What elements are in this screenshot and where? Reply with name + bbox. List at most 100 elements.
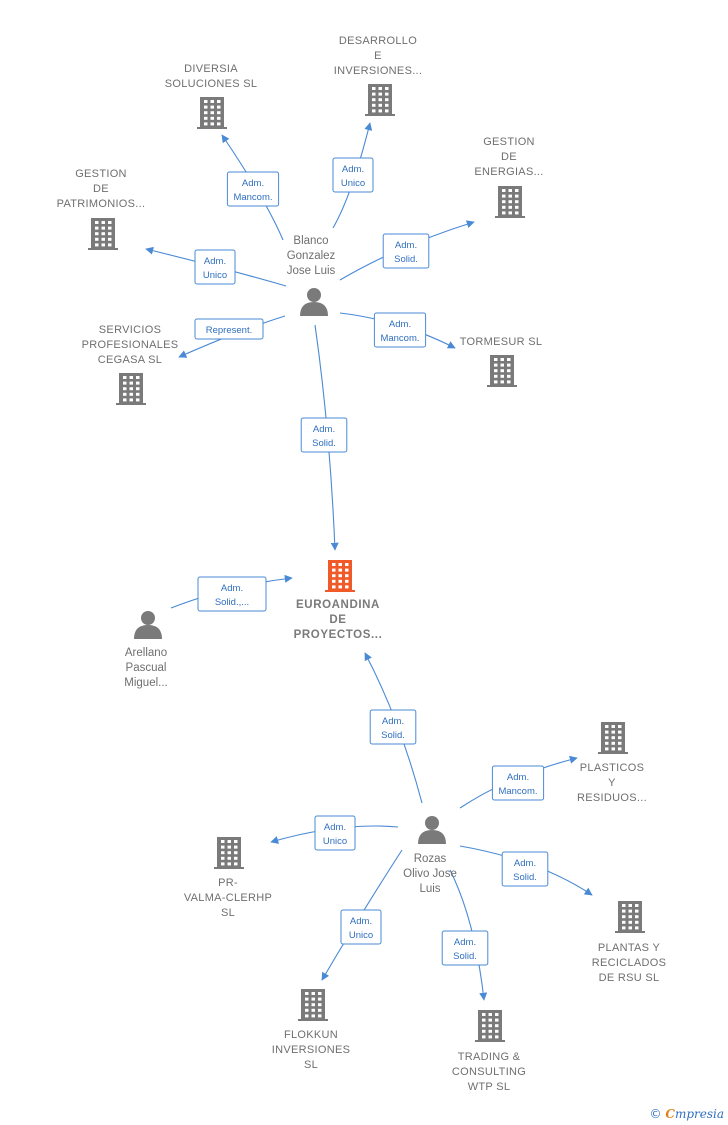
node-label: PLASTICOS xyxy=(580,762,644,774)
copyright-symbol: © xyxy=(649,1107,662,1121)
node-plantas[interactable]: PLANTAS Y RECICLADOS DE RSU SL xyxy=(592,901,667,984)
edge-label-box xyxy=(226,171,280,207)
edge-label-text: Solid. xyxy=(394,254,418,265)
node-plasticos[interactable]: PLASTICOSYRESIDUOS... xyxy=(577,722,647,804)
node-label: INVERSIONES xyxy=(272,1044,351,1056)
node-label: PATRIMONIOS... xyxy=(57,198,146,210)
node-label: Luis xyxy=(419,883,440,895)
edge-label-text: Adm. xyxy=(242,178,264,189)
node-desarrollo[interactable]: DESARROLLO E INVERSIONES... xyxy=(334,35,423,116)
node-label: INVERSIONES... xyxy=(334,65,423,77)
person-icon xyxy=(134,611,162,639)
edge-label-text: Mancom. xyxy=(380,333,419,344)
person-icon xyxy=(418,816,446,844)
node-label: DIVERSIA xyxy=(184,63,238,75)
edge-label-text: Adm. xyxy=(454,937,476,948)
edge-blanco-to-servicios: Represent. xyxy=(178,315,286,358)
building-icon xyxy=(197,97,227,129)
node-label: PR- xyxy=(218,877,238,889)
edge-blanco-to-tormesur: Adm. Mancom. xyxy=(339,312,456,349)
node-arellano[interactable]: ArellanoPascualMiguel... xyxy=(124,611,168,689)
edge-label-text: Adm. xyxy=(313,424,335,435)
node-label: GESTION xyxy=(75,168,127,180)
edge-rozas-to-trading: Adm.Solid. xyxy=(441,869,489,1001)
edge-label-text: Adm. xyxy=(382,716,404,727)
edge-label-text: Adm. xyxy=(395,240,417,251)
node-label: CONSULTING xyxy=(452,1066,526,1078)
edge-label-text: Unico xyxy=(349,930,373,941)
building-icon xyxy=(214,837,244,869)
node-label: GESTION xyxy=(483,136,535,148)
node-tormesur[interactable]: TORMESUR SL xyxy=(460,336,543,387)
edge-label-box xyxy=(369,709,417,745)
building-icon xyxy=(487,355,517,387)
edge-blanco-to-gestion_patrimonios: Adm. Unico xyxy=(145,246,287,287)
node-diversia[interactable]: DIVERSIA SOLUCIONES SL xyxy=(165,63,258,129)
node-label: TORMESUR SL xyxy=(460,336,543,348)
node-label: PROYECTOS... xyxy=(294,629,383,641)
node-label: Blanco xyxy=(293,235,328,247)
edge-label-text: Adm. xyxy=(204,256,226,267)
edge-rozas-to-prvalma: Adm.Unico xyxy=(270,815,399,851)
node-label: PLANTAS Y xyxy=(598,942,661,954)
edge-blanco-to-euroandina: Adm. Solid. xyxy=(300,324,348,551)
node-label: SL xyxy=(304,1059,318,1071)
building-icon xyxy=(615,901,645,933)
edge-label-box xyxy=(382,233,430,269)
building-icon xyxy=(298,989,328,1021)
edge-label-text: Mancom. xyxy=(233,192,272,203)
copyright-footer: © Cmpresia xyxy=(650,1107,724,1121)
edge-label-text: Solid. xyxy=(381,730,405,741)
building-icon xyxy=(325,560,355,592)
node-label: Pascual xyxy=(126,662,167,674)
building-icon xyxy=(88,218,118,250)
node-label: DE RSU SL xyxy=(599,972,660,984)
node-label: CEGASA SL xyxy=(98,354,162,366)
node-label: Arellano xyxy=(125,647,167,659)
edge-label-box xyxy=(491,765,545,801)
edge-label-box xyxy=(197,576,267,612)
node-gestion_patrimonios[interactable]: GESTION DE PATRIMONIOS... xyxy=(57,168,146,250)
edge-rozas-to-flokkun: Adm. Unico xyxy=(321,849,403,981)
node-label: Jose Luis xyxy=(287,265,336,277)
building-icon xyxy=(365,84,395,116)
edge-label-box xyxy=(314,815,356,851)
edge-label-text: Adm. xyxy=(350,916,372,927)
node-gestion_energias[interactable]: GESTIONDEENERGIAS... xyxy=(474,136,543,218)
edges-layer: Adm.Mancom.Adm.UnicoAdm.Solid.Adm.UnicoR… xyxy=(145,122,593,1001)
edge-label-box xyxy=(501,851,549,887)
building-icon xyxy=(475,1010,505,1042)
node-label: SL xyxy=(221,907,235,919)
node-label: SOLUCIONES SL xyxy=(165,78,258,90)
edge-label-box xyxy=(441,930,489,966)
edge-arellano-to-euroandina: Adm.Solid.,... xyxy=(170,574,293,612)
node-label: Gonzalez xyxy=(287,250,336,262)
edge-label-box xyxy=(194,249,236,285)
edge-label-text: Unico xyxy=(203,270,227,281)
brand-logo-initial: C xyxy=(665,1107,675,1121)
edge-label-text: Adm. xyxy=(507,772,529,783)
node-label: DE xyxy=(93,183,109,195)
edge-label-text: Solid. xyxy=(312,438,336,449)
edge-label-text: Unico xyxy=(341,178,365,189)
edge-blanco-to-gestion_energias: Adm. Solid. xyxy=(339,220,475,281)
node-label: WTP SL xyxy=(468,1081,511,1093)
edge-label-text: Adm. xyxy=(389,319,411,330)
brand-logo-text: mpresia xyxy=(674,1107,724,1121)
node-label: Y xyxy=(608,777,616,789)
building-icon xyxy=(116,373,146,405)
nodes-layer: DIVERSIA SOLUCIONES SL DESARROLLO E INVERSIO… xyxy=(57,35,667,1093)
node-label: DESARROLLO xyxy=(339,35,417,47)
node-euroandina[interactable]: EUROANDINADEPROYECTOS... xyxy=(294,560,383,641)
edge-label-box xyxy=(340,909,382,945)
building-icon xyxy=(495,186,525,218)
node-label: RECICLADOS xyxy=(592,957,667,969)
node-label: E xyxy=(374,50,382,62)
node-label: Rozas xyxy=(414,853,447,865)
